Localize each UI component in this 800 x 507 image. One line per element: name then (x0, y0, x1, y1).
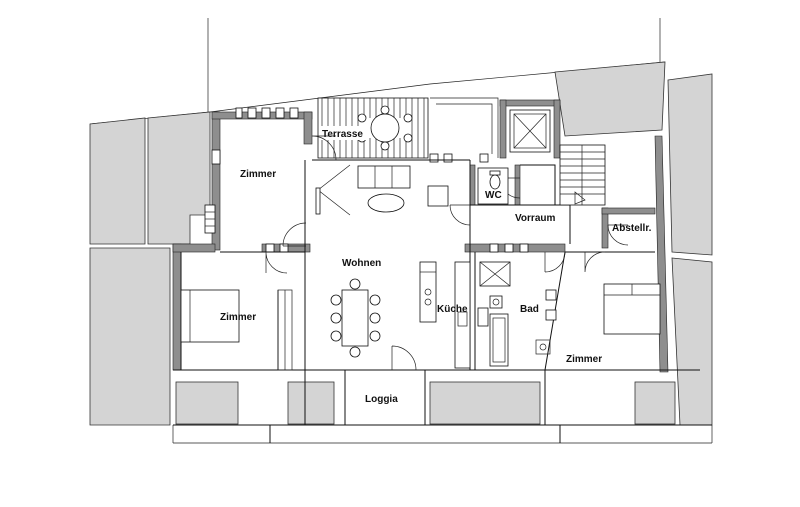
windows (211, 107, 529, 253)
facade-pier-4 (634, 381, 676, 425)
neighbour-w (89, 247, 171, 426)
facade-pier-1 (175, 381, 239, 425)
wohnen-furniture (315, 164, 449, 358)
label-abstellraum: Abstellr. (612, 223, 652, 234)
label-terrasse: Terrasse (322, 129, 363, 140)
label-vorraum: Vorraum (515, 213, 555, 224)
room-labels: Terrasse Zimmer WC Vorraum Abstellr. Woh… (220, 129, 652, 405)
toilet-icon (489, 174, 501, 190)
coffee-table (367, 193, 405, 213)
facade-pier-2 (287, 381, 335, 425)
label-bad: Bad (520, 304, 539, 315)
terrace-table (370, 113, 400, 143)
kitchen-furniture (419, 261, 471, 369)
neighbour-e-2 (671, 257, 713, 426)
neighbour-nw (89, 117, 146, 245)
washbasin-icon (489, 295, 503, 309)
label-loggia: Loggia (365, 394, 398, 405)
terrace (317, 97, 429, 159)
label-wohnen: Wohnen (342, 258, 381, 269)
label-wc: WC (485, 190, 502, 201)
zimmer-e-furniture (603, 283, 661, 335)
zimmer-w-furniture (180, 289, 293, 371)
neighbour-e (667, 73, 713, 256)
label-zimmer-e: Zimmer (566, 354, 602, 365)
staircase (559, 144, 606, 206)
bed-west (180, 289, 240, 343)
neighbour-buildings (89, 61, 713, 426)
neighbour-ne (554, 61, 666, 137)
wc-fixtures (477, 167, 509, 205)
bathtub (489, 313, 509, 367)
bathroom-fixtures (477, 261, 557, 367)
elevator-icon (509, 109, 551, 153)
kitchen-island (419, 261, 437, 323)
armchair (427, 185, 449, 207)
label-kueche: Küche (437, 304, 468, 315)
dining-table (341, 289, 369, 347)
label-zimmer-w: Zimmer (220, 312, 256, 323)
label-zimmer-nw: Zimmer (240, 169, 276, 180)
neighbour-nw-2 (147, 111, 211, 245)
sofa (357, 165, 411, 189)
facade-pier-3 (429, 381, 541, 425)
zimmer-nw-furniture (204, 204, 216, 234)
balcony-strip (430, 97, 499, 158)
